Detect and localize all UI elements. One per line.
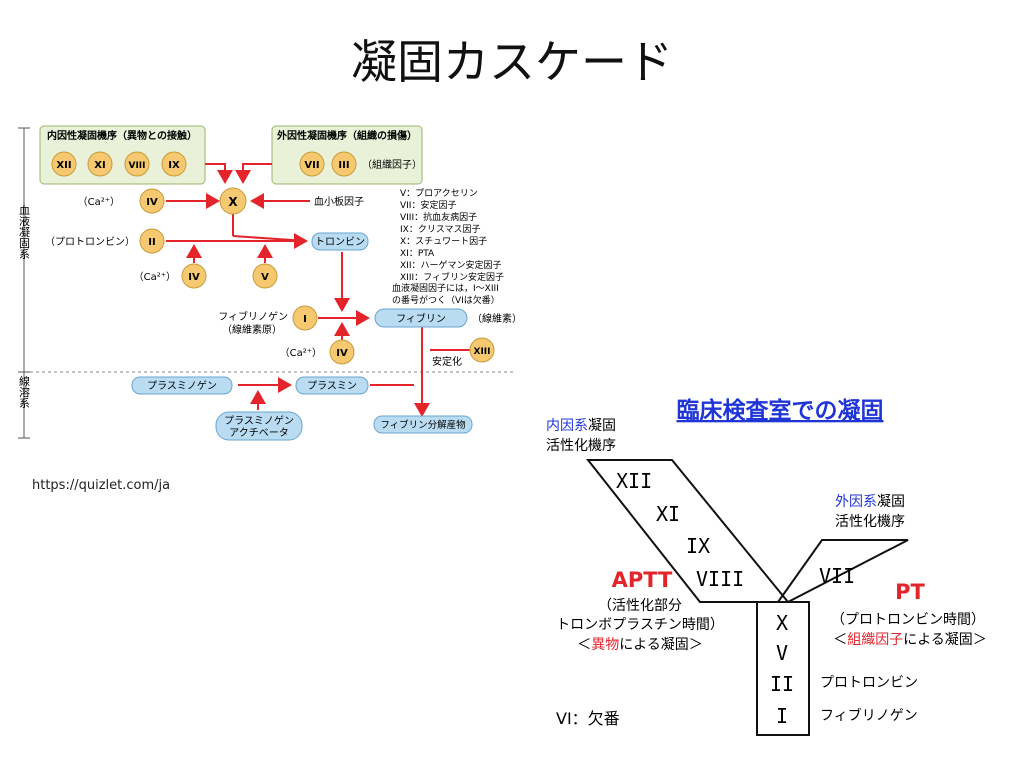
missing-factor-note: VI：欠番 <box>556 709 620 728</box>
clinical-cascade: 臨床検査室での凝固 内因系凝固 活性化機序 外因系凝固 活性化機序 XII XI… <box>546 397 987 736</box>
legend-item: XI：PTA <box>400 249 435 259</box>
legend-item: X：スチュワート因子 <box>400 236 487 247</box>
pt-label: PT <box>895 580 925 604</box>
pt-bracket-open: ＜ <box>833 632 847 648</box>
coagulation-diagram: 血液凝固系 線溶系 内因性凝固機序（異物との接触） 外因性凝固機序（組織の損傷）… <box>18 125 522 441</box>
intrinsic-factors: XII XI VIII IX <box>51 151 187 177</box>
legend-item: VII：安定因子 <box>400 199 456 211</box>
degradation-pill: フィブリン分解産物 <box>380 419 466 431</box>
factor-viii: VIII <box>128 161 145 171</box>
extrinsic-box-title: 外因性凝固機序（組織の損傷） <box>276 129 417 142</box>
factor-iv-2: IV <box>188 272 200 283</box>
activator-line-2: アクチベータ <box>229 427 289 439</box>
thrombin-pill: トロンビン <box>315 236 365 248</box>
clinical-title: 臨床検査室での凝固 <box>677 397 884 424</box>
plasmin-pill: プラスミン <box>307 380 357 392</box>
factor-legend: V：プロアクセリン VII：安定因子 VIII：抗血友病因子 IX：クリスマス因… <box>400 188 504 283</box>
stabilize-label: 安定化 <box>432 355 462 368</box>
extrinsic-label: 外因系凝固 <box>835 494 905 510</box>
aptt-line-3: ＜異物による凝固＞ <box>577 637 703 653</box>
factor-v: V <box>261 272 269 283</box>
common-pathway-shape <box>756 601 810 736</box>
fibrinogen-label: フィブリノゲン <box>218 310 288 323</box>
factor-xii: XII <box>56 160 71 171</box>
intrinsic-label-rest: 凝固 <box>588 418 616 434</box>
intrinsic-label-colored: 内因系 <box>546 418 588 434</box>
fibrin-sub-label: （線維素） <box>472 312 522 325</box>
aptt-line-1: （活性化部分 <box>598 598 682 614</box>
factor-iii: III <box>338 160 349 171</box>
aptt-bracket-open: ＜ <box>577 637 591 653</box>
activator-line-1: プラスミノゲン <box>224 415 294 427</box>
tissue-factor-label: （組織因子） <box>362 158 422 171</box>
side-scale <box>18 127 515 439</box>
factor-ix: IX <box>168 160 180 171</box>
side-label-fibrinolysis: 線溶系 <box>18 374 31 408</box>
arrows <box>166 163 470 417</box>
pt-line-1: （プロトロンビン時間） <box>831 612 985 628</box>
extrinsic-factors: VII III （組織因子） <box>299 151 422 177</box>
aptt-label: APTT <box>612 568 673 592</box>
ca-label-2: （Ca²⁺） <box>134 271 176 283</box>
intrinsic-factor-list: XII XI IX VIII <box>616 469 744 591</box>
aptt-foreign-body: 異物 <box>591 637 619 653</box>
page-title: 凝固カスケード <box>351 35 673 89</box>
legend-item: IX：クリスマス因子 <box>400 224 481 235</box>
fibrinogen-sub-label: （線維素原） <box>222 323 282 336</box>
factor-vii: VII <box>304 160 319 171</box>
clinical-fibrinogen-label: フィブリノゲン <box>820 707 918 724</box>
factor-x: X <box>228 195 238 209</box>
aptt-bracket-rest: による凝固＞ <box>619 637 703 653</box>
factor-iv-3: IV <box>336 348 348 359</box>
clinical-factor-xii: XII <box>616 469 652 493</box>
note-line-2: の番号がつく（VIは欠番） <box>392 294 500 306</box>
clinical-factor-vii: VII <box>819 564 855 588</box>
clinical-factor-v: V <box>776 641 788 665</box>
side-label-blood: 血液凝固系 <box>18 203 31 259</box>
pt-tissue-factor: 組織因子 <box>847 632 903 648</box>
legend-item: XIII：フィブリン安定因子 <box>400 271 504 283</box>
factor-ii: II <box>148 237 155 248</box>
source-url: https://quizlet.com/ja <box>32 478 171 493</box>
aptt-line-2: トロンボプラスチン時間） <box>556 617 724 633</box>
pt-line-2: ＜組織因子による凝固＞ <box>833 632 987 648</box>
legend-item: V：プロアクセリン <box>400 188 478 199</box>
extrinsic-label-line2: 活性化機序 <box>835 514 905 530</box>
common-factor-list: X V II I <box>770 611 794 728</box>
clinical-factor-i: I <box>776 704 788 728</box>
intrinsic-box-title: 内因性凝固機序（異物との接触） <box>47 129 197 142</box>
clinical-factor-viii: VIII <box>696 567 744 591</box>
clinical-factor-xi: XI <box>656 502 680 526</box>
clinical-factor-ii: II <box>770 672 794 696</box>
plasminogen-pill: プラスミノゲン <box>147 380 217 392</box>
factor-iv-1: IV <box>146 197 158 208</box>
factor-xi: XI <box>94 160 105 171</box>
clinical-prothrombin-label: プロトロンビン <box>820 675 918 691</box>
factor-xiii: XIII <box>474 347 491 357</box>
intrinsic-label: 内因系凝固 <box>546 418 616 434</box>
extrinsic-label-rest: 凝固 <box>877 494 905 510</box>
intrinsic-label-line2: 活性化機序 <box>546 438 616 454</box>
legend-item: XII：ハーゲマン安定因子 <box>400 259 501 271</box>
factor-i: I <box>303 314 307 325</box>
extrinsic-label-colored: 外因系 <box>835 494 877 510</box>
ca-label-3: （Ca²⁺） <box>280 347 322 359</box>
clinical-factor-ix: IX <box>686 534 710 558</box>
legend-item: VIII：抗血友病因子 <box>400 211 477 223</box>
prothrombin-label: （プロトロンビン） <box>45 236 135 248</box>
note-line-1: 血液凝固因子には，I〜XIII <box>392 282 499 294</box>
pt-bracket-rest: による凝固＞ <box>903 632 987 648</box>
platelet-factor-label: 血小板因子 <box>314 195 364 208</box>
fibrin-pill: フィブリン <box>396 312 446 325</box>
clinical-factor-x: X <box>776 611 788 635</box>
ca-label-1: （Ca²⁺） <box>78 196 120 208</box>
